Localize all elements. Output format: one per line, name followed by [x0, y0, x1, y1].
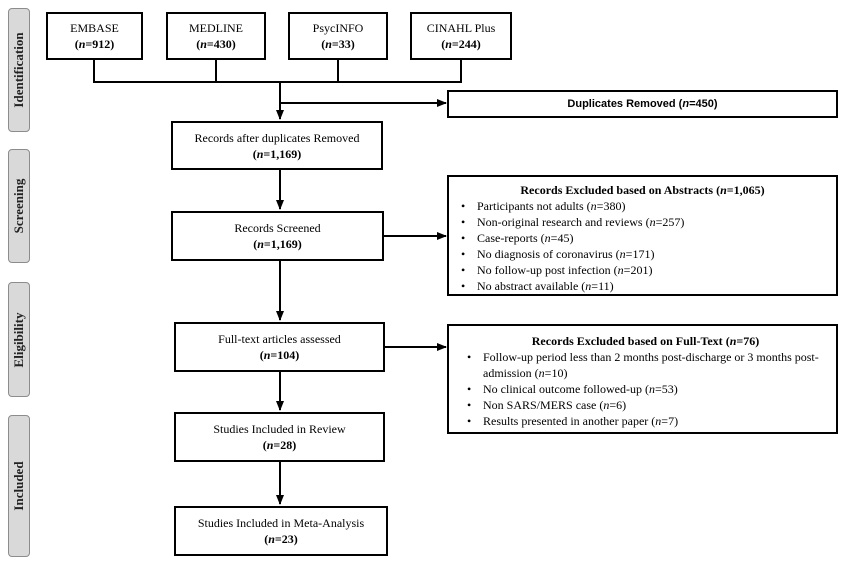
- list-item: No diagnosis of coronavirus (n=171): [455, 246, 830, 262]
- database-name: MEDLINE: [189, 21, 243, 35]
- list-item: Results presented in another paper (n=7): [461, 413, 830, 429]
- database-box-cinahl-plus: CINAHL Plus (n=244): [410, 12, 512, 60]
- fulltext-exclusions-list: Follow-up period less than 2 months post…: [461, 349, 830, 429]
- box-count: (n=104): [259, 348, 300, 362]
- box-count: (n=23): [264, 532, 298, 546]
- studies-in-review-box: Studies Included in Review (n=28): [174, 412, 385, 462]
- stage-screening: Screening: [8, 149, 30, 263]
- list-item: Follow-up period less than 2 months post…: [461, 349, 830, 381]
- stage-identification: Identification: [8, 8, 30, 132]
- box-count: (n=1,169): [253, 237, 302, 251]
- fulltext-exclusions-box: Records Excluded based on Full-Text (n=7…: [447, 324, 838, 434]
- database-box-embase: EMBASE (n=912): [46, 12, 143, 60]
- duplicates-removed-box: Duplicates Removed (n=450): [447, 90, 838, 118]
- box-count: (n=28): [262, 438, 297, 452]
- abstract-exclusions-list: Participants not adults (n=380) Non-orig…: [455, 198, 830, 294]
- database-name: CINAHL Plus: [426, 21, 496, 35]
- database-count: (n=33): [321, 37, 355, 51]
- box-label: Studies Included in Meta-Analysis: [197, 516, 365, 530]
- box-label: Studies Included in Review: [213, 422, 346, 436]
- database-count: (n=430): [196, 37, 236, 51]
- database-count: (n=244): [441, 37, 481, 51]
- database-name: EMBASE: [70, 21, 119, 35]
- list-item: Non-original research and reviews (n=257…: [455, 214, 830, 230]
- fulltext-exclusions-title: Records Excluded based on Full-Text (n=7…: [531, 334, 760, 348]
- box-label: Records after duplicates Removed: [194, 130, 360, 145]
- records-after-duplicates-box: Records after duplicates Removed (n=1,16…: [171, 121, 383, 170]
- abstract-exclusions-box: Records Excluded based on Abstracts (n=1…: [447, 175, 838, 296]
- list-item: Non SARS/MERS case (n=6): [461, 397, 830, 413]
- box-count: (n=1,169): [252, 146, 302, 161]
- list-item: No follow-up post infection (n=201): [455, 262, 830, 278]
- database-box-psycinfo: PsycINFO (n=33): [288, 12, 388, 60]
- list-item: No clinical outcome followed-up (n=53): [461, 381, 830, 397]
- records-screened-box: Records Screened (n=1,169): [171, 211, 384, 261]
- fulltext-assessed-box: Full-text articles assessed (n=104): [174, 322, 385, 372]
- box-label: Records Screened: [234, 221, 321, 235]
- list-item: Case-reports (n=45): [455, 230, 830, 246]
- database-name: PsycINFO: [312, 21, 364, 35]
- list-item: Participants not adults (n=380): [455, 198, 830, 214]
- box-label: Full-text articles assessed: [218, 332, 341, 346]
- stage-eligibility: Eligibility: [8, 282, 30, 397]
- database-box-medline: MEDLINE (n=430): [166, 12, 266, 60]
- abstract-exclusions-title: Records Excluded based on Abstracts (n=1…: [520, 183, 765, 197]
- stage-included: Included: [8, 415, 30, 557]
- list-item: No abstract available (n=11): [455, 278, 830, 294]
- database-count: (n=912): [74, 37, 115, 51]
- duplicates-removed-label: Duplicates Removed (n=450): [567, 98, 718, 110]
- studies-in-meta-analysis-box: Studies Included in Meta-Analysis (n=23): [174, 506, 388, 556]
